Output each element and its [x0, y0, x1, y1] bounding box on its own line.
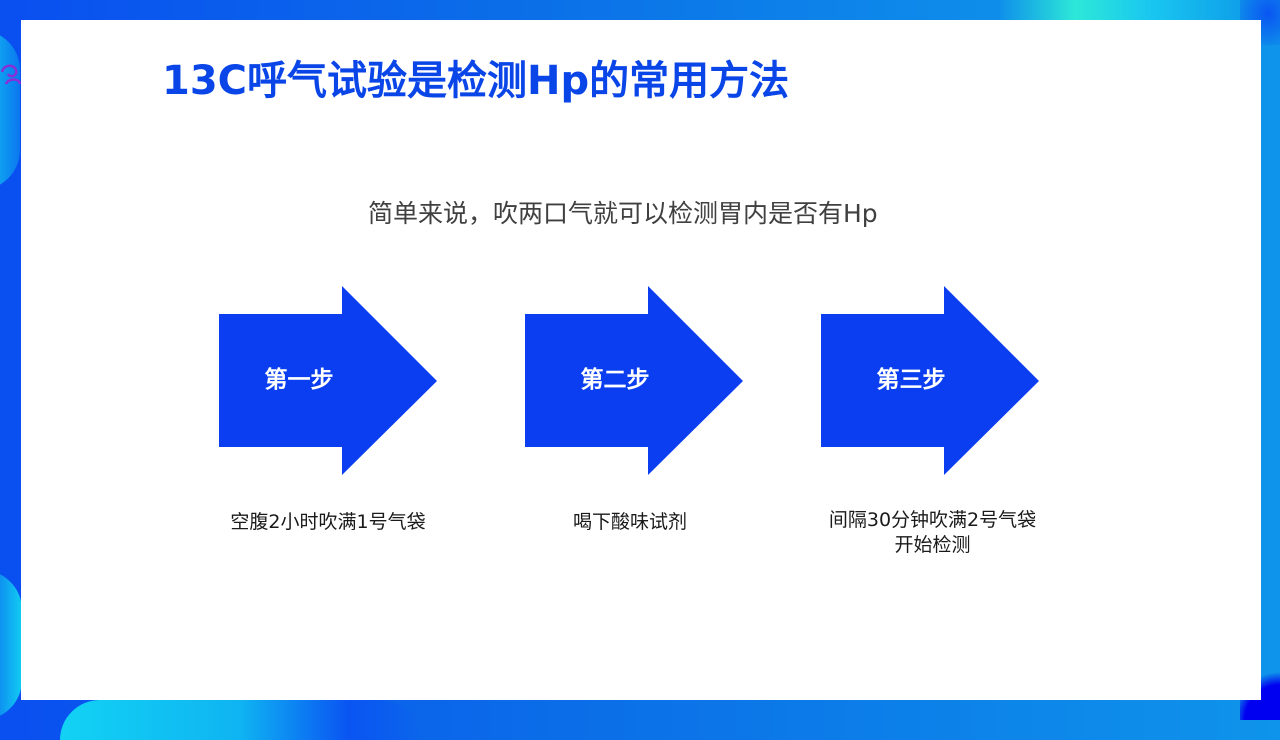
background-top-band — [0, 0, 1280, 22]
slide-subtitle: 简单来说，吹两口气就可以检测胃内是否有Hp — [368, 199, 878, 228]
background-decoration — [0, 570, 22, 720]
step-2-description: 喝下酸味试剂 — [572, 511, 687, 533]
background-decoration — [60, 700, 420, 740]
slide-title: 13C呼气试验是检测Hp的常用方法 — [162, 58, 790, 104]
step-2-label: 第二步 — [580, 367, 650, 393]
right-arrow-icon — [821, 286, 1039, 475]
step-1-label: 第一步 — [264, 367, 334, 393]
swirl-decoration-icon — [0, 64, 22, 85]
step-3: 第三步 — [821, 286, 1041, 476]
right-arrow-icon — [219, 286, 437, 475]
step-2: 第二步 — [525, 286, 745, 476]
step-3-label: 第三步 — [876, 367, 946, 393]
background-decoration — [0, 30, 20, 190]
right-arrow-icon — [525, 286, 743, 475]
step-1-description: 空腹2小时吹满1号气袋 — [230, 511, 426, 533]
step-1: 第一步 — [219, 286, 439, 476]
step-3-description: 间隔30分钟吹满2号气袋开始检测 — [828, 509, 1037, 556]
